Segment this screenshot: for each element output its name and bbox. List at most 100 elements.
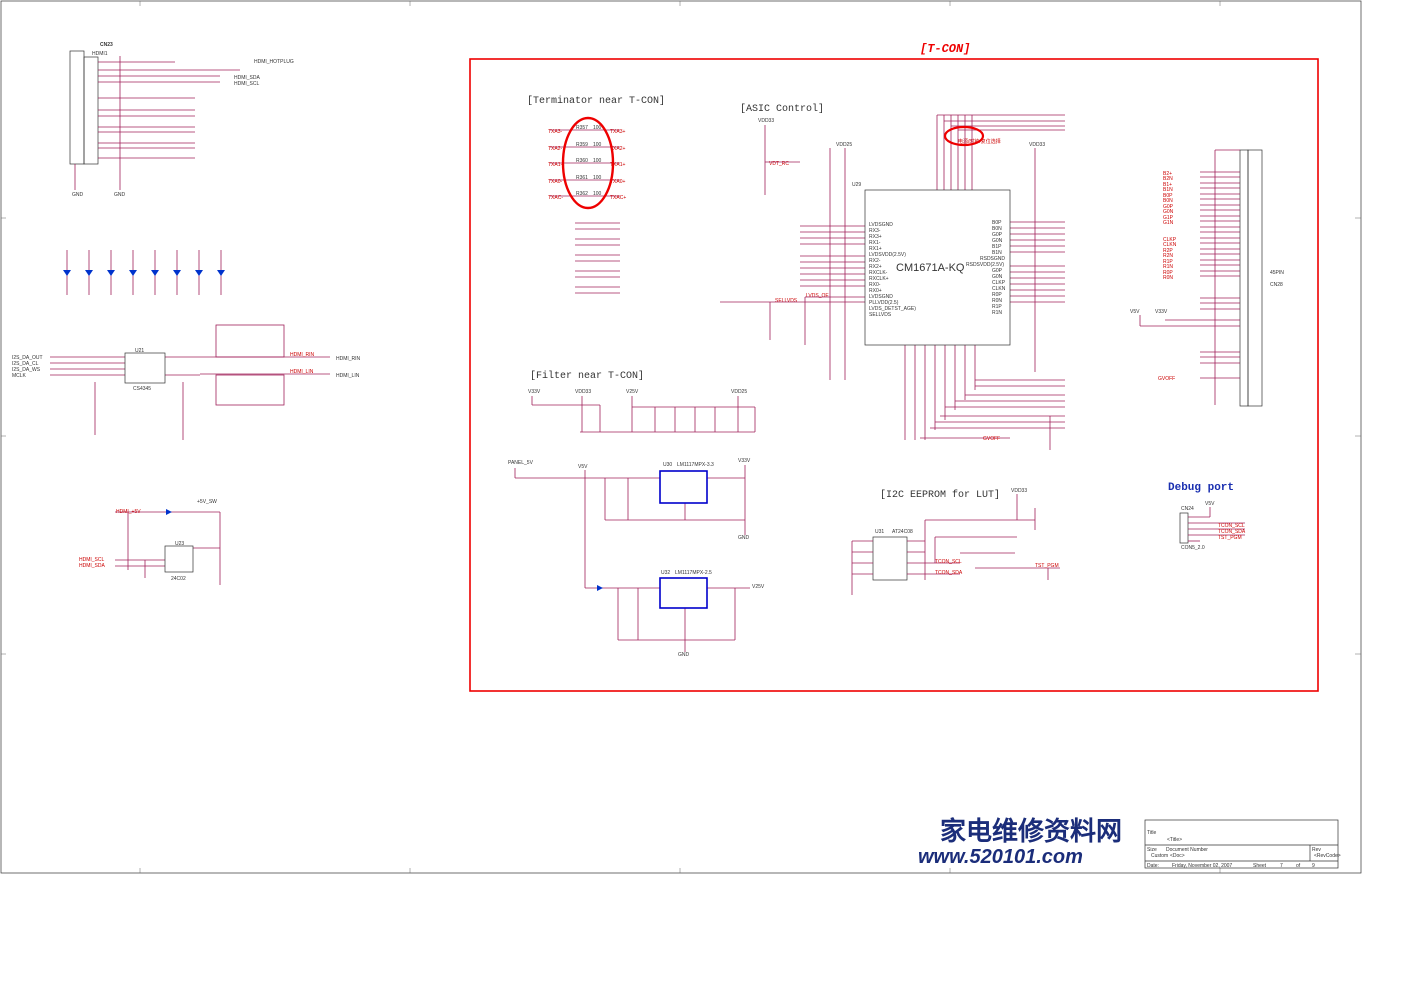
hdmi-connector-block: CN23 HDMI1 HDMI_HOTPLUG HDMI_SDA HDMI_SC… [69, 42, 294, 198]
cn28-net-1: B2N [1163, 176, 1173, 182]
eeprom-scl-label: TCON_SCL [935, 559, 962, 565]
eeprom-title: [I2C EEPROM for LUT] [880, 489, 1000, 501]
debug-sda: TCON_SDA [1218, 529, 1246, 535]
u31-ref: U31 [875, 529, 884, 535]
cn28-net-11: CLKN [1163, 242, 1177, 248]
watermark: 家电维修资料网 www.520101.com [918, 816, 1122, 868]
term-net-6: TXA2+ [610, 146, 626, 152]
r361-val: 100 [593, 175, 602, 181]
cn28-ref: CN28 [1270, 282, 1283, 288]
u29-lp-12: LVDSGND [869, 294, 893, 300]
filter-v25v: V25V [626, 389, 639, 395]
r362-val: 100 [593, 191, 602, 197]
hdmi-lin-label: HDMI_LIN [290, 369, 314, 375]
eeprom-vdd33: VDD33 [1011, 488, 1027, 494]
term-net-7: TXA1+ [610, 162, 626, 168]
cn28-net-9: G1N [1163, 220, 1174, 226]
cn28-net-3: B1N [1163, 187, 1173, 193]
reg-v25v: V25V [752, 584, 765, 590]
hdmi-rin-label: HDMI_RIN [290, 352, 315, 358]
hdmi5v-label: HDMI_+5V [116, 509, 141, 515]
debug-cn-ref: CN24 [1181, 506, 1194, 512]
r357-val: 100 [593, 125, 602, 131]
u29-rp-0: B0P [992, 220, 1002, 226]
term-net-4: TXAC- [548, 195, 563, 201]
tb-date-label: Date: [1147, 863, 1159, 869]
cn28-sub: 45PIN [1270, 270, 1284, 276]
r359-val: 100 [593, 142, 602, 148]
debug-scl: TCON_SCL [1218, 523, 1245, 529]
term-net-9: TXAC+ [610, 195, 626, 201]
tcon-title: [T-CON] [920, 42, 970, 56]
edid-eeprom-block: HDMI_+5V +5V_SW U23 24C02 HDMI_SCL HDMI_… [79, 499, 221, 585]
sellvds-label: SELLVDS [775, 298, 798, 304]
u32-chip [659, 577, 708, 609]
audio-dac-block: I2S_DA_OUT I2S_DA_CL I2S_DA_WS MCLK U21 … [12, 324, 361, 440]
u30-name: LM1117MPX-3.3 [677, 462, 714, 468]
tb-docnum-val: <Doc> [1170, 853, 1185, 859]
u32-ref: U32 [661, 570, 670, 576]
gvoff-label: GVOFF [983, 436, 1000, 442]
zone-ticks [1, 1, 1361, 873]
u29-lp-8: RXCLK- [869, 270, 888, 276]
u29-rp-15: R1N [992, 310, 1002, 316]
tcon-boundary [469, 58, 1319, 692]
u29-rp-12: R0P [992, 292, 1002, 298]
cn28-v5v: V5V [1130, 309, 1140, 315]
panel-connector-block: 45PIN CN28 V5V V33V GVOFF B2+ B2N B1+ B [1130, 149, 1284, 407]
terminator-title: [Terminator near T-CON] [527, 95, 665, 107]
debug-port-block: Debug port V5V CN24 CON5_2.0 TCON_SCL TC… [1168, 482, 1246, 551]
u21-ref: U21 [135, 348, 144, 354]
tb-sheet-label: Sheet [1253, 863, 1267, 869]
cn28-net-5: B0N [1163, 198, 1173, 204]
term-net-3: TXA0- [548, 179, 563, 185]
tb-rev-label: Rev [1312, 847, 1321, 853]
cn28-net-16: R0P [1163, 270, 1173, 276]
watermark-url: www.520101.com [918, 846, 1083, 868]
u29-lp-0: LVDSGND [869, 222, 893, 228]
lvds-oe-label: LVDS_OE [806, 293, 829, 299]
asic-title: [ASIC Control] [740, 103, 824, 115]
r362-ref: R362 [576, 191, 588, 197]
tst-pgm-label: TST_PGM [1035, 563, 1059, 569]
u29-rp-1: B0N [992, 226, 1002, 232]
u23-ref: U23 [175, 541, 184, 547]
reg-gnd-2: GND [738, 535, 750, 541]
u29-lp-1: RX3- [869, 228, 881, 234]
u29-lp-5: LVDSVDD(2.5V) [869, 252, 906, 258]
esd-diode-array [63, 250, 225, 295]
tb-of-label: of [1296, 863, 1301, 869]
u31-name: AT24C08 [892, 529, 913, 535]
r360-val: 100 [593, 158, 602, 164]
terminator-highlight [561, 116, 615, 210]
tb-date-val: Friday, November 02, 2007 [1172, 863, 1232, 869]
u29-lp-4: RX1+ [869, 246, 882, 252]
cn23-ref: CN23 [100, 42, 113, 48]
hdmi-rin-out: HDMI_RIN [336, 356, 361, 362]
asic-control-block: [ASIC Control] VDD33 VDD25 VDD33 VDT_RC … [720, 103, 1065, 450]
u29-lp-13: PLLVDD(2.5) [869, 300, 899, 306]
reg-gnd: GND [678, 652, 690, 658]
u32-name: LM1117MPX-2.5 [675, 570, 712, 576]
r359-ref: R359 [576, 142, 588, 148]
hdmi-lin-out: HDMI_LIN [336, 373, 360, 379]
terminator-block: [Terminator near T-CON] R357 100 R359 10… [527, 95, 665, 294]
u21-name: CS4345 [133, 386, 151, 392]
term-net-8: TXA0+ [610, 179, 626, 185]
cn28-net-13: R2N [1163, 253, 1173, 259]
cn28-net-15: R1N [1163, 264, 1173, 270]
r360-ref: R360 [576, 158, 588, 164]
cn28-gvoff: GVOFF [1158, 376, 1175, 382]
gnd-label-2: GND [114, 192, 126, 198]
tb-size-label: Size [1147, 847, 1157, 853]
reg-v5v: V5V [578, 464, 588, 470]
vdd-rc-label: VDT_RC [769, 161, 789, 167]
u29-rp-3: G0N [992, 238, 1003, 244]
regulator-block: PANEL_5V V5V V33V V25V GND GND U30 LM111… [508, 458, 765, 658]
cn28-net-17: R0N [1163, 275, 1173, 281]
u29-lp-15: SELLVDS [869, 312, 892, 318]
u29-rp-4: B1P [992, 244, 1002, 250]
u29-name: CM1671A-KQ [896, 262, 965, 274]
gnd-label-1: GND [72, 192, 84, 198]
term-net-0: TXA3- [548, 129, 563, 135]
